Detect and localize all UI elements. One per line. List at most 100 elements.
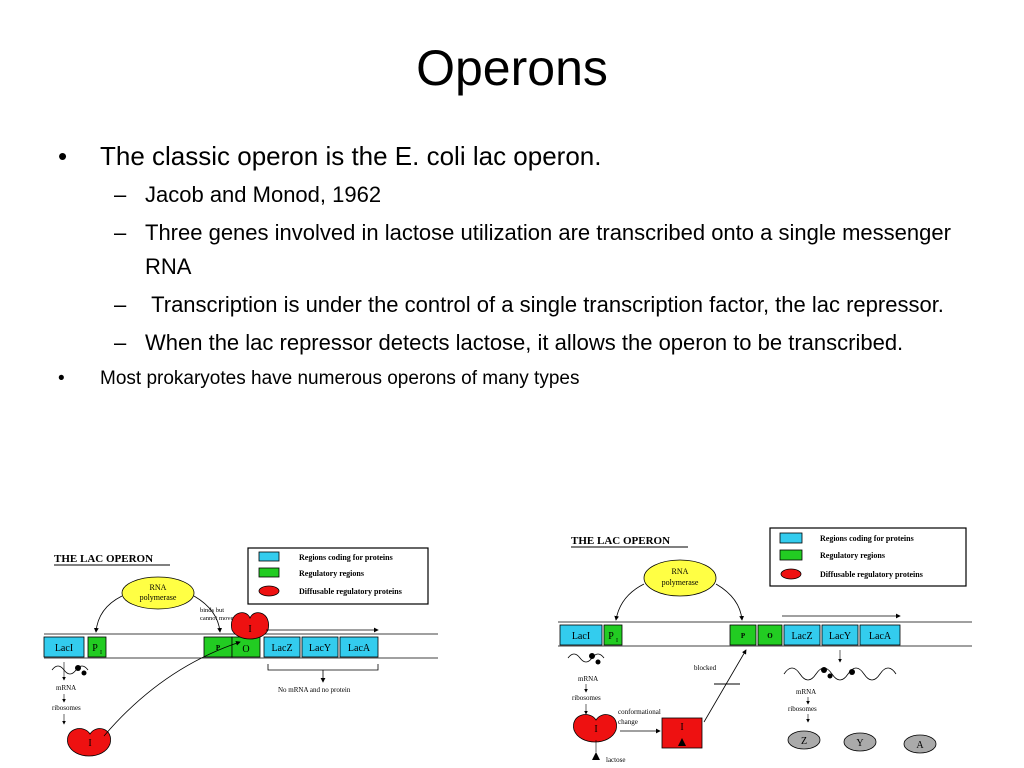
gene-lacA (339, 636, 379, 658)
ribosome (589, 653, 595, 659)
legend-regulatory-swatch (258, 567, 280, 578)
legend-regulatory-label: Regulatory regions (820, 551, 885, 560)
gene-lacY-label: LacY (829, 631, 851, 642)
repressor-free (573, 714, 617, 743)
gene-lacA-label: LacA (869, 631, 892, 642)
arrow-repressor-to-operator (103, 640, 241, 737)
sub-bullet-text: Transcription is under the control of a … (145, 292, 944, 317)
gene-lacA-label: LacA (348, 643, 371, 654)
lac-operon-svg-left: THE LAC OPERON Regions coding for protei… (43, 547, 438, 757)
bullet-text: Most prokaryotes have numerous operons o… (100, 368, 580, 389)
bullet-item: • Most prokaryotes have numerous operons… (58, 364, 978, 394)
ribosome (81, 670, 87, 676)
arrow-polymerase-to-lacI (614, 583, 645, 621)
gene-promoter-i-label: P (92, 643, 98, 654)
legend-regulatory-label: Regulatory regions (299, 569, 364, 578)
gene-lacY (821, 624, 859, 646)
arrow-polymerase-to-lacI (93, 595, 123, 633)
dash-mark: – (114, 182, 127, 207)
gene-lacZ (783, 624, 821, 646)
repressor-bound-label: I (248, 624, 251, 635)
protein-y (843, 732, 877, 752)
mrna-lacI (567, 653, 605, 663)
repressor-free-label: I (88, 738, 91, 749)
gene-lacZ-label: LacZ (271, 643, 292, 654)
lac-operon-svg-right: THE LAC OPERON Regions coding for protei… (558, 527, 972, 764)
repressor-free-label: I (594, 724, 597, 735)
repressor-bound (231, 612, 269, 640)
sub-bullet-item: – Transcription is under the control of … (58, 288, 978, 322)
gene-lacI-label: LacI (572, 631, 590, 642)
binds-note-1: binds but (200, 607, 224, 614)
gene-lacI-label: LacI (55, 643, 73, 654)
diagram-title: THE LAC OPERON (571, 535, 670, 547)
arrow-polymerase-to-promoter (715, 583, 745, 621)
protein-a-label: A (916, 740, 924, 751)
dash-mark: – (114, 330, 127, 355)
arrow-blocked (703, 649, 747, 723)
sub-bullet-text: When the lac repressor detects lactose, … (145, 330, 904, 355)
legend-coding-swatch (779, 532, 803, 544)
rna-polymerase (121, 576, 195, 610)
gene-promoter-i-sub: I (616, 638, 618, 644)
gene-lacZ (263, 636, 301, 658)
mrna-lac-genes (783, 667, 897, 681)
gene-lacZ-label: LacZ (791, 631, 812, 642)
lac-operon-diagram-induced: THE LAC OPERON Regions coding for protei… (554, 524, 972, 768)
repressor-free (67, 728, 111, 757)
bullet-list: • The classic operon is the E. coli lac … (58, 138, 978, 398)
ribosome (827, 673, 833, 679)
ribosome (849, 669, 855, 675)
dash-mark: – (114, 292, 127, 317)
sub-bullet-item: – Jacob and Monod, 1962 (58, 178, 978, 212)
sub-bullet-item: – When the lac repressor detects lactose… (58, 326, 978, 360)
ribosome (595, 659, 601, 665)
bullet-item: • The classic operon is the E. coli lac … (58, 138, 978, 174)
protein-z-label: Z (801, 736, 807, 747)
legend-repressor-swatch (258, 585, 280, 597)
gene-promoter (729, 624, 757, 646)
sub-bullet-text: Jacob and Monod, 1962 (145, 182, 382, 207)
blocked-label: blocked (694, 664, 717, 672)
ribosomes-label: ribosomes (788, 705, 817, 713)
legend-repressor-swatch (780, 568, 802, 580)
rna-polymerase-label-1: RNA (672, 567, 689, 576)
no-mrna-bracket (267, 664, 379, 671)
sub-bullet-item: – Three genes involved in lactose utiliz… (58, 216, 978, 284)
mrna-label: mRNA (56, 684, 76, 692)
gene-lacI (43, 636, 85, 658)
gene-promoter-label: P (216, 644, 221, 652)
gene-promoter-i-label: P (608, 631, 614, 642)
legend-regulatory-swatch (779, 549, 803, 561)
ribosome (75, 665, 81, 671)
arrow-polymerase-to-promoter (193, 595, 223, 633)
gene-operator-label: O (767, 632, 773, 640)
conformational-label-1: conformational (618, 708, 661, 716)
legend-coding-label: Regions coding for proteins (820, 534, 914, 543)
legend-diffusable-label: Diffusable regulatory proteins (299, 587, 402, 596)
bullet-mark: • (58, 368, 65, 389)
gene-promoter-i (87, 636, 107, 658)
legend-coding-swatch (258, 551, 280, 562)
lactose-triangle (592, 752, 600, 760)
legend-diffusable-label: Diffusable regulatory proteins (820, 570, 923, 579)
lactose-label: lactose (606, 756, 625, 764)
conformational-label-2: change (618, 718, 638, 726)
gene-lacI (559, 624, 603, 646)
rna-polymerase-label-2: polymerase (140, 593, 177, 602)
dash-mark: – (114, 220, 127, 245)
legend-coding-label: Regions coding for proteins (299, 553, 393, 562)
ribosomes-label: ribosomes (52, 704, 81, 712)
gene-operator-label: O (242, 644, 249, 655)
ribosomes-label: ribosomes (572, 694, 601, 702)
sub-bullet-text: Three genes involved in lactose utilizat… (145, 220, 951, 279)
rna-polymerase-label-2: polymerase (662, 578, 699, 587)
lactose-bound-triangle (678, 738, 686, 746)
gene-lacY (301, 636, 339, 658)
ribosome (821, 667, 827, 673)
gene-promoter-i (603, 624, 623, 646)
protein-z (787, 730, 821, 750)
gene-lacY-label: LacY (309, 643, 331, 654)
rna-polymerase-label-1: RNA (150, 583, 167, 592)
slide-title: Operons (416, 40, 608, 96)
